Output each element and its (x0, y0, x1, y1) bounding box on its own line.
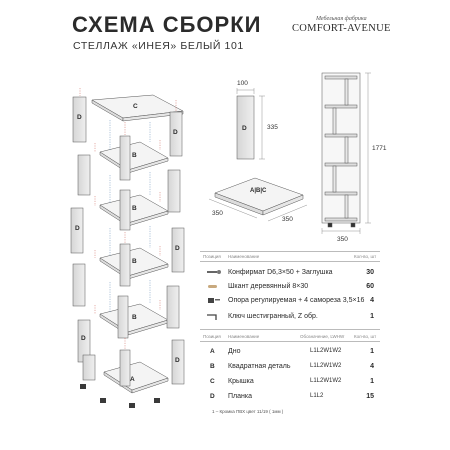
part-d-name: Планка (228, 393, 252, 400)
plank-d-right-4 (166, 285, 180, 329)
parts-header-rule (200, 341, 380, 342)
part-b-qty: 4 (370, 363, 374, 370)
part-d-code: L1L2 (310, 393, 324, 399)
label-b-1: B (132, 152, 137, 159)
hw-row-4-qty: 1 (370, 313, 374, 320)
dim-abc-depth: 350 (212, 210, 223, 217)
foot-3 (154, 398, 160, 403)
label-a: A (130, 376, 135, 383)
label-d-4: D (175, 245, 180, 252)
drawing-label-abc: A|B|C (250, 188, 267, 194)
plank-d-left-4 (72, 263, 86, 307)
plank-d-right-3 (171, 227, 185, 273)
table-top-rule (200, 251, 380, 252)
hw-col-name: Наименование (228, 254, 260, 259)
parts-col-code: Обозначение, LWHW (300, 334, 345, 339)
panel-abc-drawing (214, 177, 304, 212)
label-d-1: D (77, 114, 82, 121)
label-d-2: D (173, 129, 178, 136)
plank-d-right-2 (167, 169, 181, 213)
assembled-rack (321, 72, 361, 228)
foot-4 (80, 384, 86, 389)
page-title: СХЕМА СБОРКИ (72, 12, 262, 37)
parts-col-name: Наименование (228, 334, 260, 339)
foot-2 (129, 403, 135, 408)
part-d-qty: 15 (366, 393, 374, 400)
label-b-2: B (132, 205, 137, 212)
hw-row-4-name: Ключ шестигранный, Z обр. (228, 313, 318, 320)
support-foot-icon (208, 298, 214, 303)
screw-icon (207, 271, 217, 273)
dim-d-height: 335 (267, 124, 278, 131)
plank-d-right-5 (171, 339, 185, 385)
panel-d-drawing (236, 95, 255, 160)
label-d-6: D (175, 357, 180, 364)
part-b-letter: B (210, 363, 215, 370)
label-c: C (133, 103, 138, 110)
plank-d-right-1 (169, 111, 183, 157)
brand-name: COMFORT-AVENUE (292, 23, 391, 34)
label-b-4: B (132, 314, 137, 321)
dim-abc-width: 350 (282, 216, 293, 223)
shelf-a (103, 361, 169, 391)
plank-center-4 (117, 295, 129, 339)
part-a-letter: A (210, 348, 215, 355)
edge-footnote: 1 – Кромка ПВХ цвет 11/19 ( 1мм ) (212, 409, 284, 414)
plank-center-2 (119, 189, 131, 231)
hw-col-pos: Позиция (203, 254, 221, 259)
label-d-3: D (75, 225, 80, 232)
hw-row-1-qty: 30 (366, 269, 374, 276)
part-c-name: Крышка (228, 378, 254, 385)
hw-col-qty: Кол-во, шт (354, 254, 377, 259)
hw-row-2-qty: 60 (366, 283, 374, 290)
dim-rack-width: 350 (337, 236, 348, 243)
dim-rack-height: 1771 (372, 145, 387, 152)
hw-row-3-qty: 4 (370, 297, 374, 304)
part-c-qty: 1 (370, 378, 374, 385)
drawing-label-d: D (242, 125, 247, 132)
foot-1 (100, 398, 106, 403)
part-c-code: L1L2W1W2 (310, 378, 342, 384)
dim-d-width: 100 (237, 80, 248, 87)
part-c-letter: C (210, 378, 215, 385)
hw-row-2-name: Шкант деревянный 8×30 (228, 283, 309, 290)
plank-d-left-1 (72, 96, 87, 143)
part-b-code: L1L2W1W2 (310, 363, 342, 369)
label-d-5: D (81, 335, 86, 342)
part-d-letter: D (210, 393, 215, 400)
dowel-icon (208, 285, 217, 288)
hw-header-rule (200, 261, 380, 262)
hw-row-1-name: Конфирмат D6,3×50 + Заглушка (228, 269, 333, 276)
plank-d-left-2 (77, 154, 91, 196)
product-subtitle: СТЕЛЛАЖ «ИНЕЯ» БЕЛЫЙ 101 (73, 40, 244, 52)
part-b-name: Квадратная деталь (228, 363, 291, 370)
brand-tagline: Мебельная фабрика (316, 16, 367, 22)
parts-top-rule (200, 329, 380, 330)
part-a-qty: 1 (370, 348, 374, 355)
plank-center-1 (119, 135, 131, 181)
part-a-code: L1L2W1W2 (310, 348, 342, 354)
parts-col-pos: Позиция (203, 334, 221, 339)
plank-d-left-3 (70, 207, 84, 254)
parts-col-qty: Кол-во, шт (354, 334, 377, 339)
label-b-3: B (132, 258, 137, 265)
cap-icon (217, 270, 221, 274)
plank-center-5 (119, 349, 131, 387)
plank-d-left-6 (82, 354, 96, 381)
hw-row-3-name: Опора регулируемая + 4 самореза 3,5×16 (228, 297, 365, 304)
part-a-name: Дно (228, 348, 241, 355)
hardware-icons (207, 270, 221, 320)
plank-center-3 (119, 243, 131, 287)
hex-key-icon (207, 314, 217, 320)
